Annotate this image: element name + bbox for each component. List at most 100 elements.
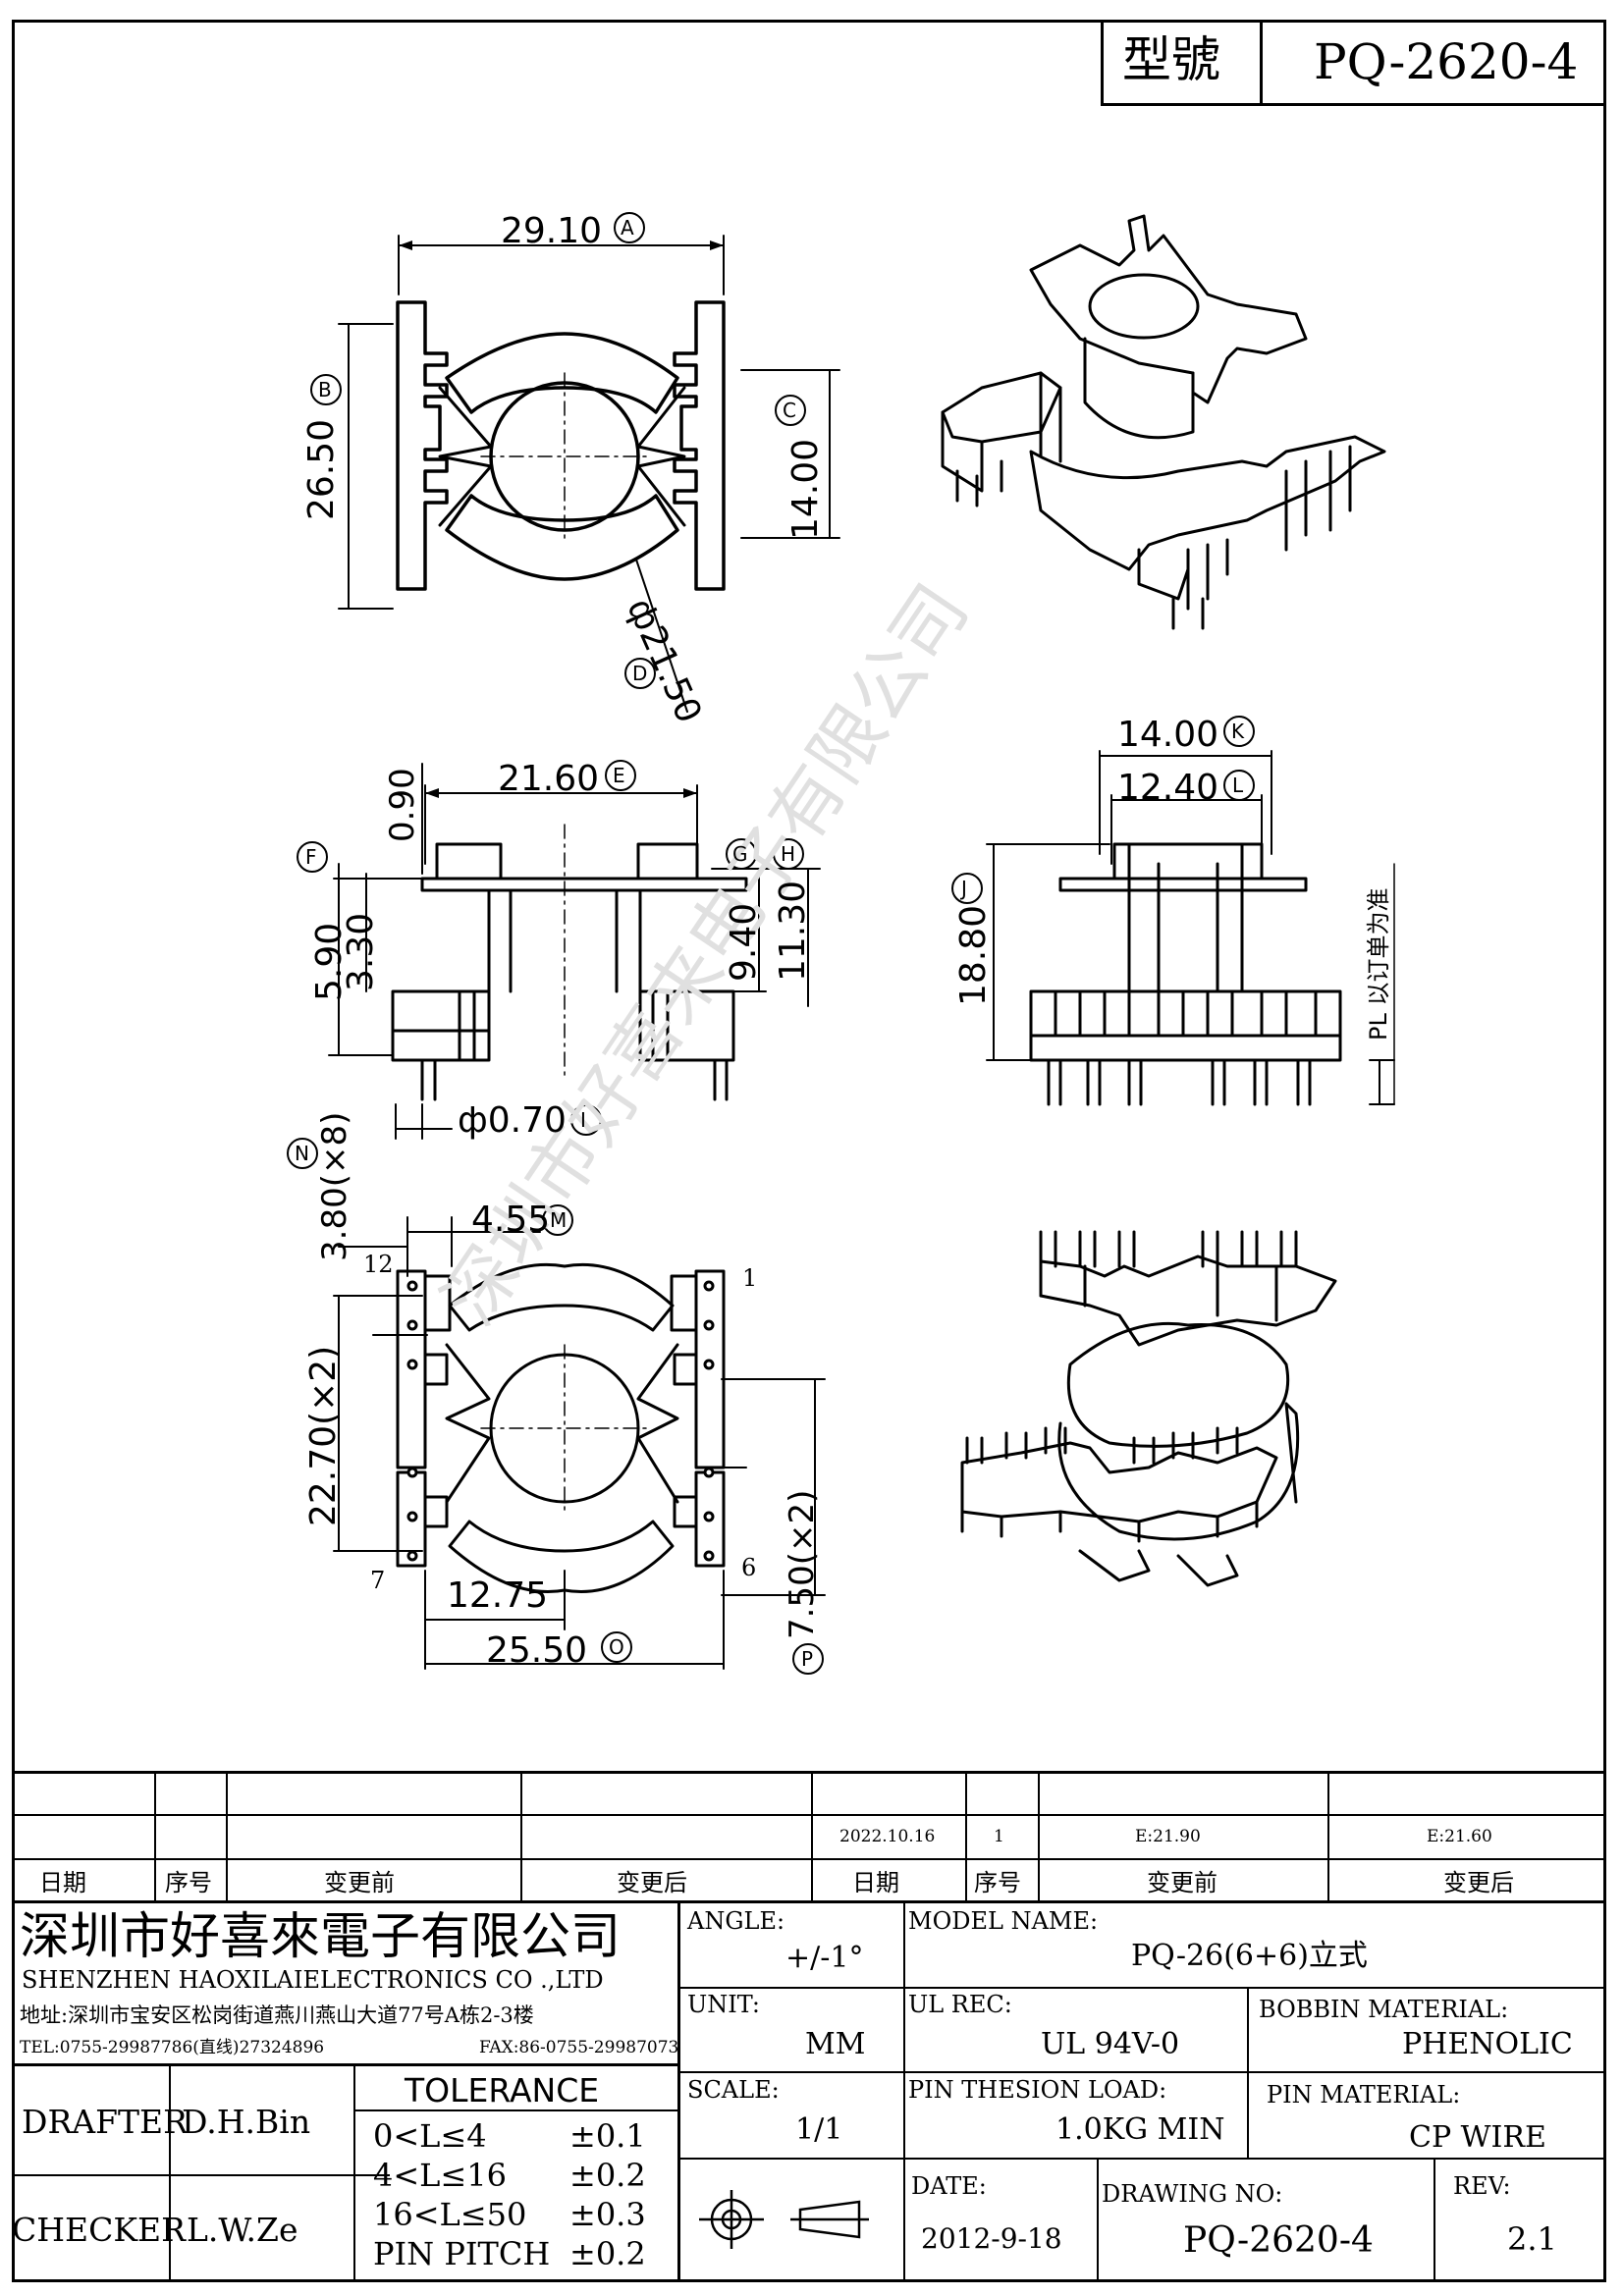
dim-n-value: 3.80(×8) (315, 1111, 354, 1261)
revision-col-4 (811, 1771, 813, 1903)
sheet-border (12, 20, 1606, 2282)
unit-label: UNIT: (687, 1991, 760, 2018)
dim-c-value: 14.00 (785, 438, 826, 540)
tolerance-title: TOLERANCE (405, 2071, 600, 2109)
dim-x2-value: 22.70(×2) (303, 1345, 344, 1526)
tolerance-value-4: ±0.2 (569, 2235, 646, 2272)
pl-note: PL 以订单为准 (1365, 887, 1392, 1041)
dim-k-value: 14.00 (1117, 715, 1219, 755)
dim-a-marker: A (621, 216, 634, 240)
tolerance-range-2: 4<L≤16 (373, 2157, 507, 2194)
header-after-1: 变更后 (617, 1869, 687, 1896)
dim-h-marker: H (781, 842, 796, 866)
dim-gap-value: 0.90 (383, 768, 422, 842)
angle-label: ANGLE: (687, 1907, 785, 1935)
company-fax: FAX:86-0755-29987073 (479, 2038, 679, 2057)
dim-g-value: 9.40 (724, 902, 764, 982)
header-date-2: 日期 (852, 1869, 899, 1896)
dim-n-marker: N (295, 1142, 309, 1165)
tolerance-value-3: ±0.3 (569, 2196, 646, 2233)
dim-h-value: 11.30 (773, 880, 813, 982)
dim-l-value: 12.40 (1117, 768, 1219, 808)
header-before-2: 变更前 (1147, 1869, 1217, 1896)
checker-label: CHECKER (12, 2211, 186, 2249)
bobbin-value: PHENOLIC (1402, 2027, 1573, 2061)
model-value: PQ-26(6+6)立式 (1131, 1939, 1368, 1973)
ul-label: UL REC: (908, 1991, 1012, 2018)
revision-col-6 (1038, 1771, 1040, 1903)
dim-p-marker: P (801, 1647, 814, 1671)
drawing-value: PQ-2620-4 (1183, 2220, 1374, 2261)
model-label: MODEL NAME: (908, 1907, 1099, 1935)
dim-o-value: 25.50 (486, 1630, 588, 1671)
dim-m-value: 4.55 (471, 1200, 551, 1240)
tolerance-title-line (353, 2109, 680, 2111)
angle-value: +/-1° (785, 1941, 864, 1975)
fields-col-4 (1434, 2158, 1435, 2282)
isometric-view-top (941, 214, 1386, 630)
dim-p-value: 7.50(×2) (783, 1489, 822, 1639)
people-row-line (12, 2174, 390, 2176)
fields-row-1 (680, 1987, 1606, 1989)
people-tol-line (353, 2066, 355, 2282)
tolerance-range-1: 0<L≤4 (373, 2117, 487, 2155)
company-tel: TEL:0755-29987786(直线)27324896 (20, 2038, 325, 2057)
title-box-divider (1260, 20, 1263, 106)
revision-seq: 1 (994, 1827, 1004, 1846)
header-seq-1: 序号 (165, 1869, 212, 1896)
top-view (310, 212, 840, 713)
scale-label: SCALE: (687, 2076, 780, 2104)
date-label: DATE: (911, 2172, 987, 2200)
dim-h1-value: 3.30 (341, 912, 381, 991)
model-number: PQ-2620-4 (1314, 33, 1579, 90)
revision-row-line-2 (12, 1858, 1606, 1860)
dim-i-marker: I (580, 1108, 586, 1132)
drafter-label: DRAFTER (22, 2103, 188, 2141)
revision-before: E:21.90 (1135, 1827, 1201, 1846)
dim-e-value: 21.60 (498, 759, 600, 799)
fields-col-1 (903, 1903, 905, 2282)
bottom-view (287, 1138, 826, 1675)
dim-c-marker: C (783, 399, 796, 422)
fields-row-3 (680, 2158, 1606, 2160)
isometric-view-bottom (960, 1230, 1337, 1587)
load-value: 1.0KG MIN (1055, 2112, 1225, 2147)
revision-col-3 (520, 1771, 522, 1903)
people-col-line (169, 2066, 171, 2282)
company-address: 地址:深圳市宝安区松岗街道燕川燕山大道77号A栋2-3楼 (20, 2003, 534, 2027)
ul-value: UL 94V-0 (1041, 2027, 1180, 2061)
dim-half-value: 12.75 (447, 1575, 549, 1616)
dim-a-value: 29.10 (501, 211, 603, 251)
dim-k-marker: K (1231, 720, 1245, 743)
dim-o-marker: O (609, 1635, 624, 1659)
dim-j-value: 18.80 (953, 904, 994, 1006)
dim-b-value: 26.50 (301, 418, 342, 520)
bobbin-label: BOBBIN MATERIAL: (1259, 1996, 1509, 2023)
dim-m-marker: M (550, 1208, 568, 1232)
header-seq-2: 序号 (974, 1869, 1021, 1896)
model-type-label: 型號 (1122, 31, 1220, 88)
revision-date: 2022.10.16 (839, 1827, 936, 1846)
tolerance-value-1: ±0.1 (569, 2117, 646, 2155)
header-before-1: 变更前 (324, 1869, 395, 1896)
dim-i-value: ф0.70 (458, 1100, 567, 1141)
revision-table (12, 1771, 1606, 1903)
scale-value: 1/1 (795, 2112, 843, 2147)
fields-row-2 (680, 2071, 1606, 2073)
revision-row-line-1 (12, 1814, 1606, 1816)
revision-col-2 (226, 1771, 228, 1903)
rev-value: 2.1 (1507, 2220, 1557, 2258)
unit-value: MM (805, 2027, 866, 2061)
technical-drawing (287, 212, 1395, 1675)
header-date-1: 日期 (39, 1869, 86, 1896)
fields-col-2 (1247, 1987, 1249, 2158)
pin-value: CP WIRE (1409, 2120, 1546, 2155)
pin-number-7: 7 (370, 1567, 386, 1594)
front-view (951, 716, 1395, 1106)
revision-after: E:21.60 (1427, 1827, 1492, 1846)
drafter-name: D.H.Bin (182, 2103, 311, 2141)
load-label: PIN THESION LOAD: (908, 2076, 1167, 2104)
date-value: 2012-9-18 (921, 2222, 1062, 2255)
tolerance-range-4: PIN PITCH (373, 2235, 551, 2272)
dim-d-marker: D (632, 662, 648, 685)
